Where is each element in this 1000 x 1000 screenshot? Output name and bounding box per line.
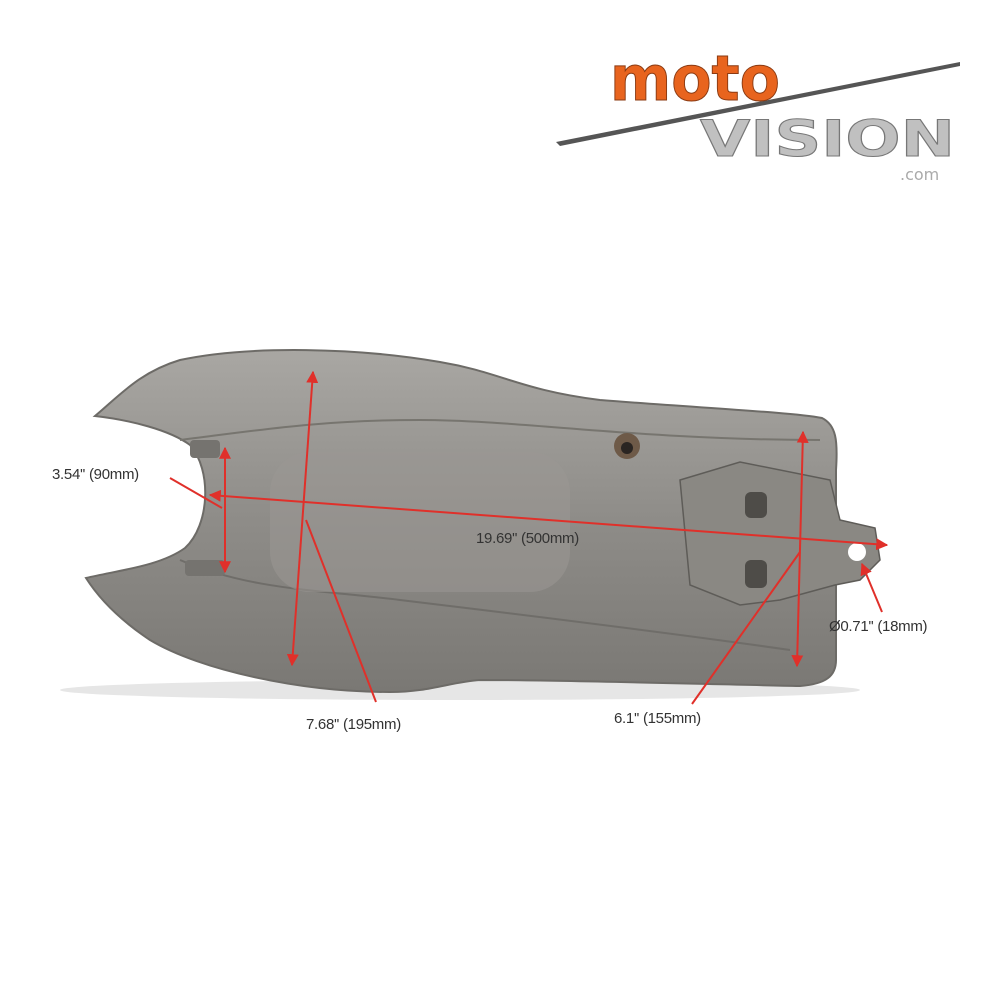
logo-moto: moto — [610, 42, 780, 115]
dimension-annotations — [169, 370, 889, 705]
rear-height-label: 6.1'' (155mm) — [614, 710, 701, 727]
mount-hole — [848, 543, 866, 561]
tank-shadow — [60, 680, 860, 700]
rear-height-leader — [691, 551, 801, 705]
front-height-arrow — [286, 370, 319, 667]
fuel-tank — [84, 349, 881, 694]
mount-hole-label: Ø0.71'' (18mm) — [829, 618, 928, 635]
length-label: 19.69'' (500mm) — [476, 530, 579, 547]
length-arrow — [208, 489, 889, 551]
logo-vision: vision — [700, 110, 955, 168]
tunnel-width-label: 3.54'' (90mm) — [52, 466, 139, 483]
logo-com: .com — [900, 165, 939, 184]
front-height-leader — [305, 519, 377, 703]
mount-hole-leader — [860, 562, 883, 613]
motovision-logo: moto vision .com — [556, 42, 960, 184]
rear-height-arrow — [791, 430, 809, 668]
front-height-label: 7.68'' (195mm) — [306, 716, 401, 733]
